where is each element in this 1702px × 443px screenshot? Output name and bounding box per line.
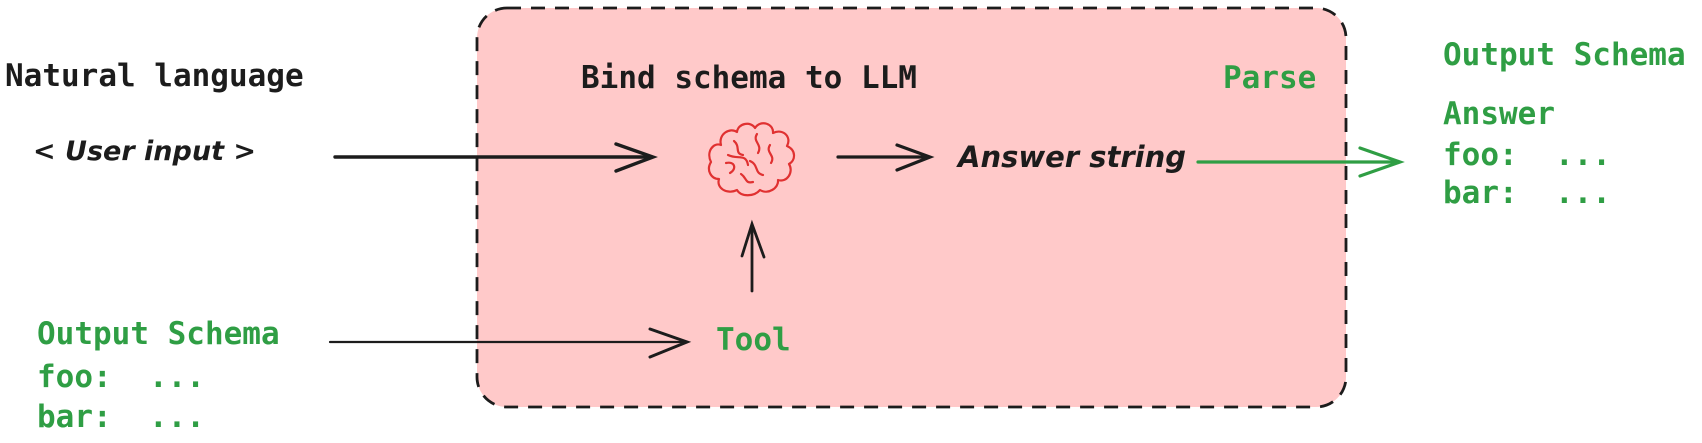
answer-string-label: Answer string [958,140,1186,174]
right-output-schema-field-foo: foo: ... [1443,137,1611,173]
arrow-output-schema-to-tool [328,327,692,359]
tool-label: Tool [716,322,791,358]
user-input-label: < User input > [33,136,257,167]
right-output-schema-field-bar: bar: ... [1443,175,1611,211]
brain-icon [707,122,796,197]
parse-label: Parse [1223,60,1317,96]
arrow-parse-to-output [1196,146,1405,178]
left-output-schema-title: Output Schema [37,316,280,352]
left-output-schema-field-foo: foo: ... [37,359,205,395]
llm-box [475,6,1348,409]
arrow-llm-to-answer-string [836,143,935,172]
left-output-schema-field-bar: bar: ... [37,399,205,435]
right-output-schema-title: Output Schema [1443,37,1686,73]
natural-language-heading: Natural language [5,58,304,94]
arrow-tool-to-llm [740,219,766,293]
llm-box-heading: Bind schema to LLM [581,60,917,96]
right-answer-label: Answer [1443,96,1555,132]
arrow-user-input-to-llm [333,142,658,173]
